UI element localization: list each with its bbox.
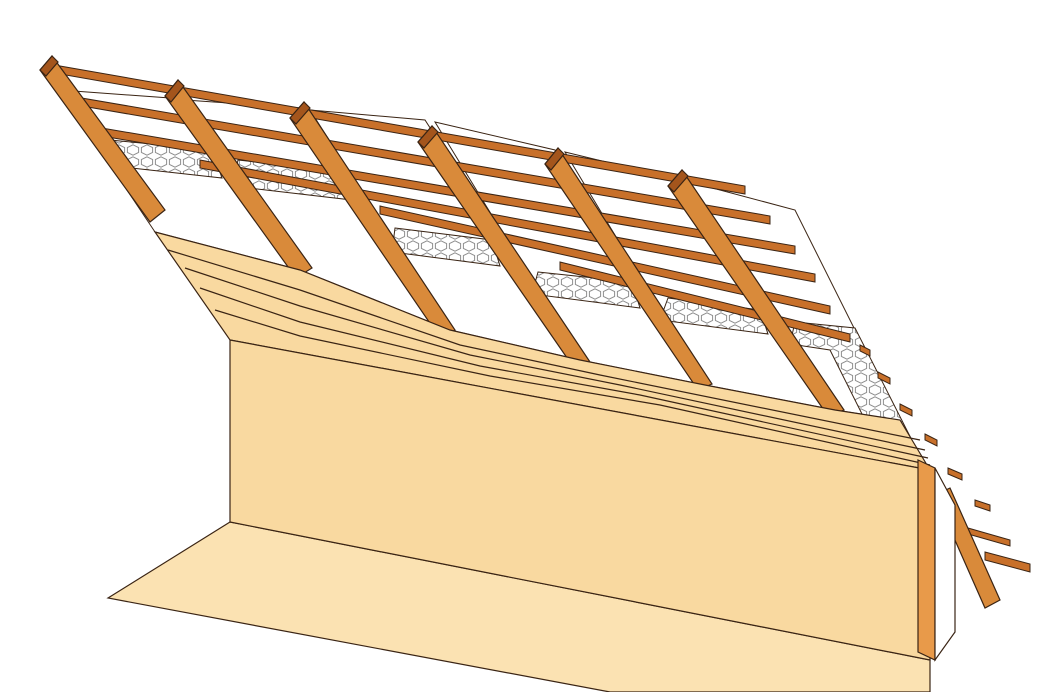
- vertical-knee-wall: [229, 339, 931, 661]
- batten-stubs: [859, 344, 1031, 573]
- knee-wall-boarding: [153, 231, 956, 662]
- attic-floor: [106, 521, 931, 692]
- wall-edge: [917, 459, 936, 661]
- rafter: [289, 101, 456, 339]
- rafter: [544, 146, 713, 391]
- rafters: [39, 55, 1001, 609]
- wall-cap-white: [934, 467, 956, 662]
- rafter: [667, 169, 845, 417]
- rafter: [164, 79, 313, 279]
- rafter: [39, 55, 166, 223]
